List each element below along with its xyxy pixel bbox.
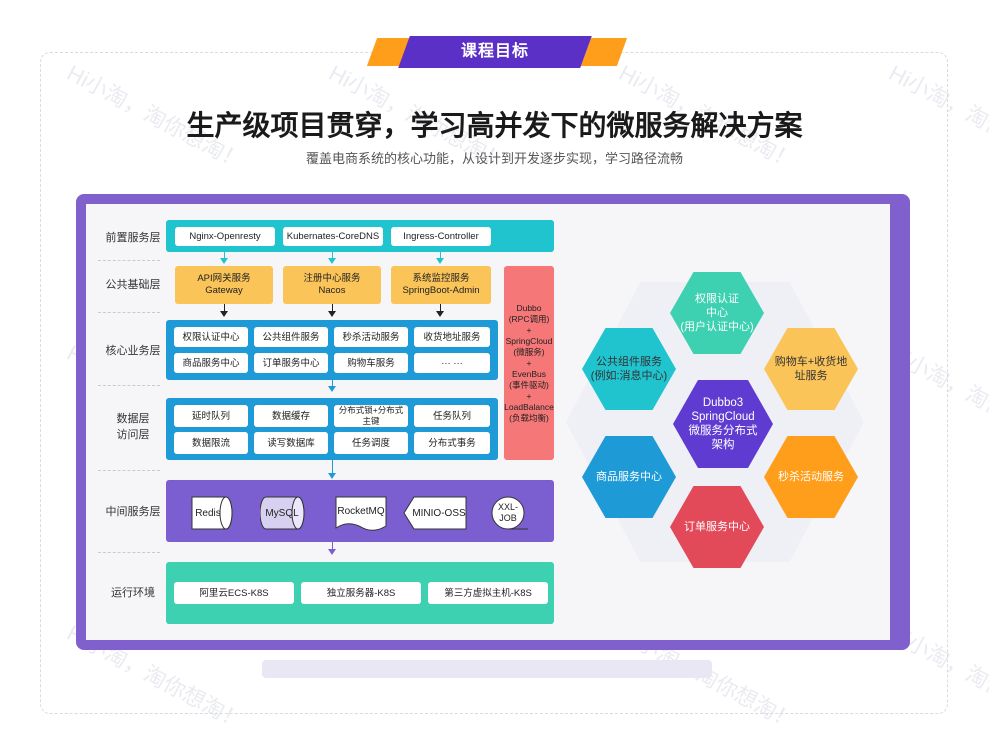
redis-node: Redis [186, 494, 236, 532]
integration-line: (RPC调用) [508, 313, 550, 324]
front-item: Ingress-Controller [391, 227, 491, 246]
layer-label-core: 核心业务层 [105, 345, 161, 357]
core-item: ··· ··· [414, 353, 490, 373]
page-subtitle: 覆盖电商系统的核心功能，从设计到开发逐步实现，学习路径流畅 [305, 151, 683, 166]
data-item: 数据缓存 [254, 405, 328, 427]
hex-auth-center: 权限认证中心(用户认证中心) [670, 272, 764, 354]
integration-box: Dubbo (RPC调用) + SpringCloud (微服务) + Even… [504, 266, 554, 460]
core-item: 购物车服务 [334, 353, 408, 373]
data-item: 任务调度 [334, 432, 408, 454]
down-arrow-icon [328, 311, 336, 317]
base-item: 注册中心服务 Nacos [283, 266, 381, 304]
runtime-item: 第三方虚拟主机-K8S [428, 582, 548, 604]
integration-line: (负载均衡) [509, 412, 549, 423]
divider [98, 552, 160, 553]
integration-line: EvenBus [511, 368, 547, 379]
layer-label-front: 前置服务层 [105, 232, 161, 244]
down-arrow-icon [436, 258, 444, 264]
integration-line: (事件驱动) [509, 379, 549, 390]
redis-label: Redis [195, 507, 221, 519]
base-item-line: 注册中心服务 [303, 273, 361, 284]
mysql-node: MySQL [260, 494, 308, 532]
runtime-item: 阿里云ECS-K8S [174, 582, 294, 604]
xxljob-node: XXL-JOB [488, 494, 528, 532]
integration-line: LoadBalance [504, 401, 554, 412]
hex-product-center: 商品服务中心 [582, 436, 676, 518]
divider [98, 260, 160, 261]
rocketmq-node: RocketMQ [334, 494, 388, 532]
base-item-line: Nacos [318, 285, 346, 296]
down-arrow-icon [328, 258, 336, 264]
section-badge: 课程目标 [460, 43, 529, 60]
data-item: 分布式锁+分布式主键 [334, 405, 408, 427]
base-item-line: API网关服务 [197, 273, 251, 284]
divider [98, 312, 160, 313]
minio-node: MINIO-OSS [402, 494, 468, 532]
down-arrow-icon [328, 473, 336, 479]
runtime-item: 独立服务器-K8S [301, 582, 421, 604]
integration-line: + [526, 324, 532, 335]
xxljob-label: XXL-JOB [497, 502, 518, 523]
data-item: 数据限流 [174, 432, 248, 454]
base-item-line: SpringBoot-Admin [402, 285, 480, 296]
front-item: Kubernates-CoreDNS [283, 227, 383, 246]
down-arrow-icon [220, 311, 228, 317]
divider [98, 470, 160, 471]
down-arrow-icon [328, 549, 336, 555]
mysql-label: MySQL [265, 507, 299, 519]
integration-line: + [526, 357, 532, 368]
base-item: API网关服务 Gateway [175, 266, 273, 304]
integration-line: + [526, 390, 532, 401]
hex-seckill-service: 秒杀活动服务 [764, 436, 858, 518]
base-item-line: Gateway [205, 285, 243, 296]
down-arrow-icon [328, 386, 336, 392]
base-item-line: 系统监控服务 [412, 273, 470, 284]
rocketmq-label: RocketMQ [337, 505, 385, 517]
core-item: 公共组件服务 [254, 327, 328, 347]
down-arrow-icon [220, 258, 228, 264]
data-item: 分布式事务 [414, 432, 490, 454]
hex-common-components: 公共组件服务(例如:消息中心) [582, 328, 676, 410]
integration-line: Dubbo [516, 302, 542, 313]
data-item: 延时队列 [174, 405, 248, 427]
data-item: 任务队列 [414, 405, 490, 427]
core-item: 秒杀活动服务 [334, 327, 408, 347]
core-item: 权限认证中心 [174, 327, 248, 347]
layer-label-data-2: 访问层 [116, 429, 150, 441]
data-item: 读写数据库 [254, 432, 328, 454]
divider [98, 385, 160, 386]
layer-label-base: 公共基础层 [105, 279, 161, 291]
core-item: 收货地址服务 [414, 327, 490, 347]
layer-label-middleware: 中间服务层 [105, 506, 161, 518]
monitor-stand [262, 660, 712, 678]
hex-cart-address: 购物车+收货地址服务 [764, 328, 858, 410]
core-item: 订单服务中心 [254, 353, 328, 373]
minio-label: MINIO-OSS [412, 507, 466, 519]
down-arrow-icon [436, 311, 444, 317]
core-item: 商品服务中心 [174, 353, 248, 373]
front-item: Nginx-Openresty [175, 227, 275, 246]
integration-line: SpringCloud [505, 335, 553, 346]
layer-label-data-1: 数据层 [116, 413, 150, 425]
base-item: 系统监控服务 SpringBoot-Admin [391, 266, 491, 304]
layer-label-runtime: 运行环境 [111, 587, 155, 599]
page-title: 生产级项目贯穿，学习高并发下的微服务解决方案 [186, 110, 803, 141]
hex-order-center: 订单服务中心 [670, 486, 764, 568]
integration-line: (微服务) [513, 346, 545, 357]
